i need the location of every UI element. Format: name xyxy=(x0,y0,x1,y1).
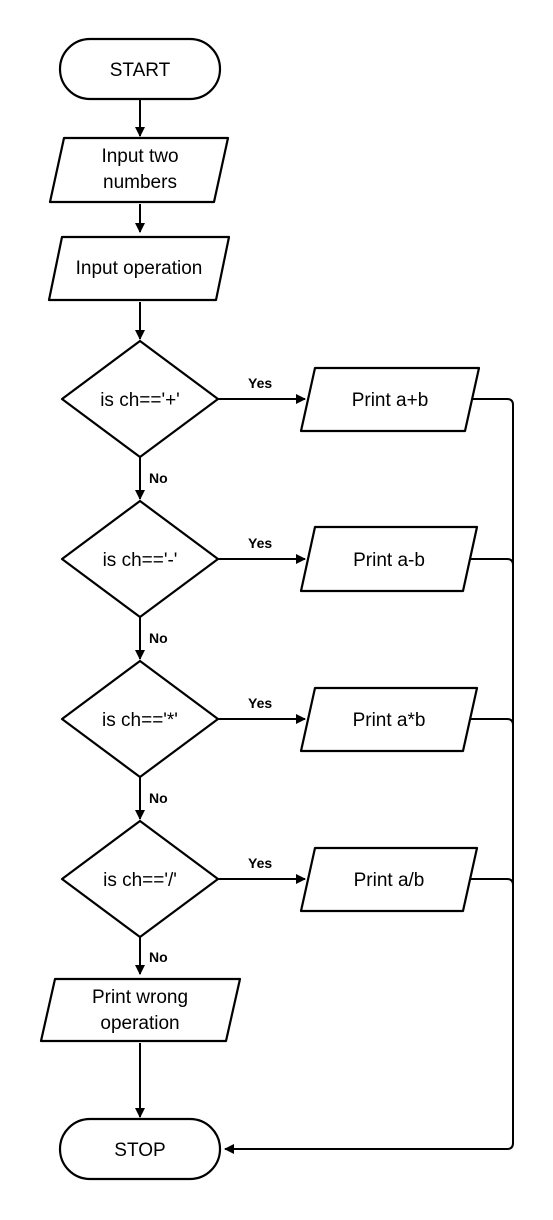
decision-div: is ch=='/' xyxy=(60,819,220,939)
print-div-label: Print a/b xyxy=(354,870,425,891)
connectors xyxy=(135,99,514,1154)
edge-print-div-merge xyxy=(471,878,514,886)
decision-mul: is ch=='*' xyxy=(60,659,220,779)
yes-label-sub: Yes xyxy=(248,535,272,551)
print-wrong-line-2: operation xyxy=(100,1013,179,1034)
input-operation-node: Input operation xyxy=(47,235,231,302)
edge-print-add-merge xyxy=(224,398,514,1154)
no-label-div: No xyxy=(149,949,168,965)
decision-sub: is ch=='-' xyxy=(60,499,220,619)
decision-mul-label: is ch=='*' xyxy=(102,710,178,731)
input-operation-label: Input operation xyxy=(76,258,203,279)
yes-label-div: Yes xyxy=(248,855,272,871)
start-terminal: START xyxy=(58,37,222,101)
print-add-node: Print a+b xyxy=(299,366,481,433)
print-mul-node: Print a*b xyxy=(299,686,479,753)
print-mul-label: Print a*b xyxy=(353,710,426,731)
decision-sub-label: is ch=='-' xyxy=(103,550,178,571)
stop-label: STOP xyxy=(114,1140,165,1161)
input-numbers-node: Input two numbers xyxy=(48,136,230,204)
input-numbers-line-1: Input two xyxy=(101,146,178,167)
edge-labels: Yes Yes Yes Yes No No No No xyxy=(149,375,272,965)
edge-print-mul-merge xyxy=(471,718,514,726)
stop-terminal: STOP xyxy=(58,1117,222,1181)
decision-add-label: is ch=='+' xyxy=(100,390,180,411)
decision-div-label: is ch=='/' xyxy=(103,870,177,891)
edge-print-sub-merge xyxy=(471,558,514,566)
print-wrong-node: Print wrong operation xyxy=(39,977,242,1043)
print-div-node: Print a/b xyxy=(299,846,479,913)
print-sub-node: Print a-b xyxy=(299,525,479,593)
yes-label-mul: Yes xyxy=(248,695,272,711)
print-add-label: Print a+b xyxy=(352,390,429,411)
no-label-add: No xyxy=(149,470,168,486)
no-label-sub: No xyxy=(149,630,168,646)
yes-label-add: Yes xyxy=(248,375,272,391)
no-label-mul: No xyxy=(149,790,168,806)
start-label: START xyxy=(110,60,171,81)
print-sub-label: Print a-b xyxy=(353,550,425,571)
print-wrong-line-1: Print wrong xyxy=(92,987,188,1008)
decision-add: is ch=='+' xyxy=(60,339,220,459)
input-numbers-line-2: numbers xyxy=(103,172,177,193)
